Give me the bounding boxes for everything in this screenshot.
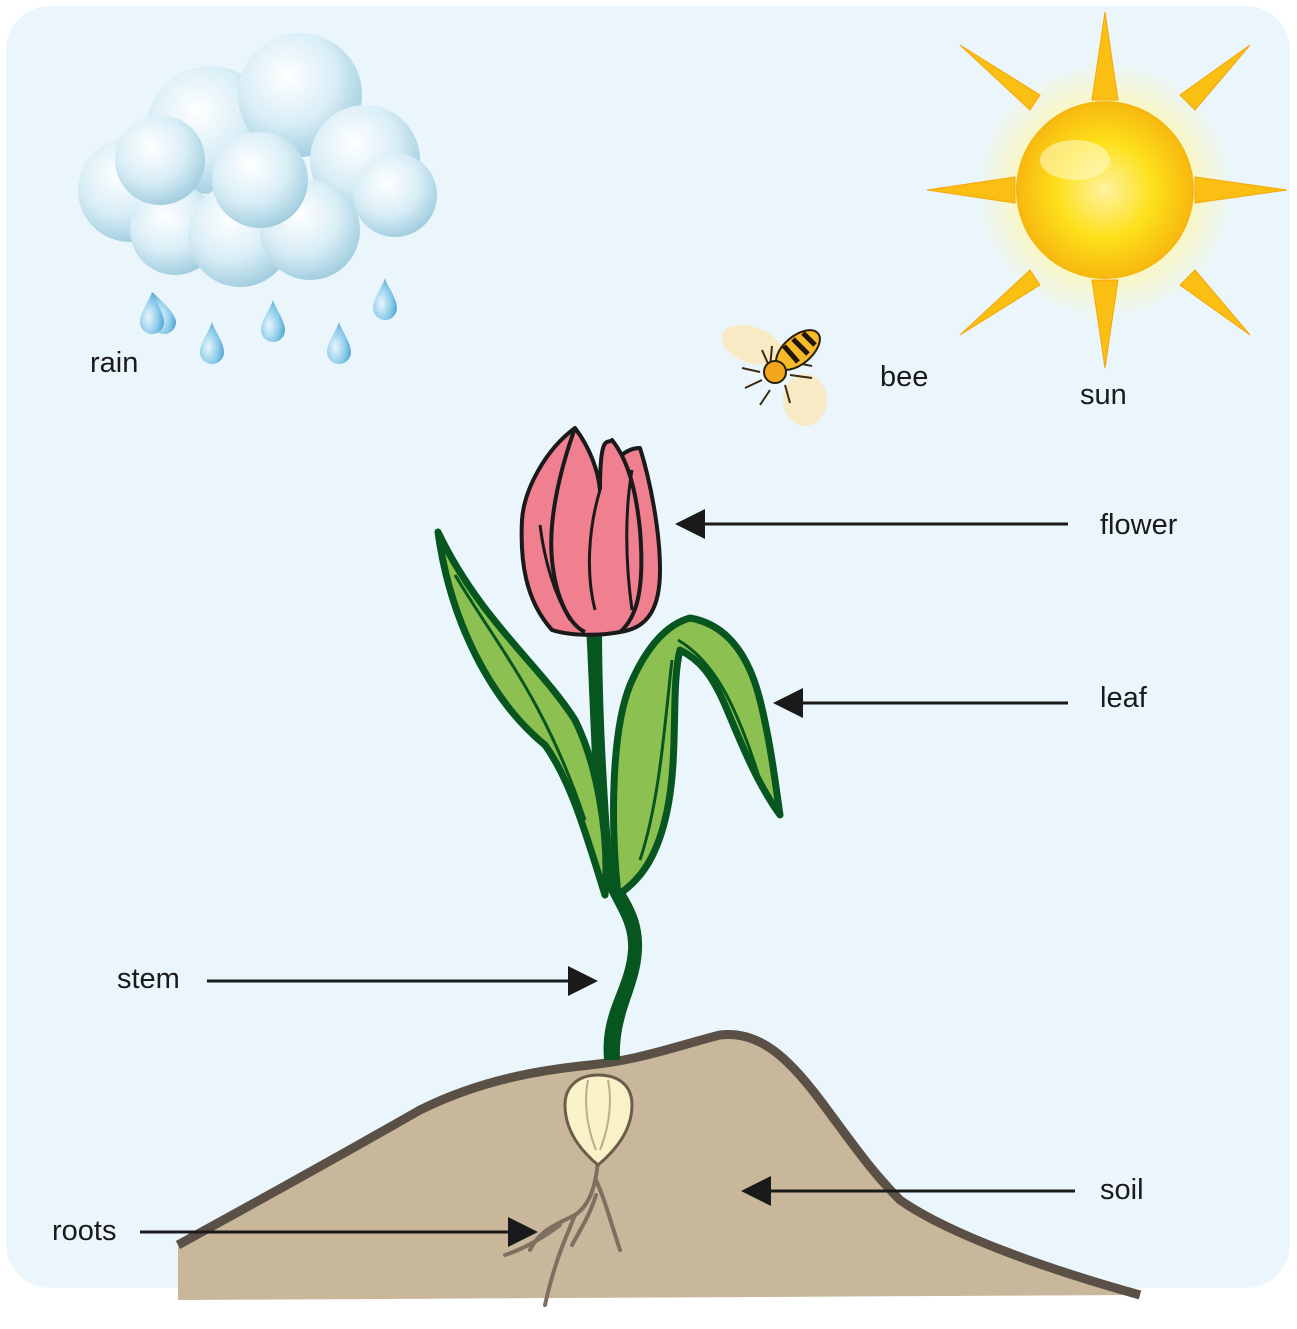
label-roots: roots [52, 1215, 116, 1247]
label-soil: soil [1100, 1174, 1144, 1206]
label-bee: bee [880, 361, 928, 393]
label-sun: sun [1080, 379, 1127, 411]
label-flower: flower [1100, 509, 1178, 541]
label-stem: stem [117, 963, 180, 995]
label-leaf: leaf [1100, 682, 1148, 714]
label-rain: rain [90, 347, 138, 379]
